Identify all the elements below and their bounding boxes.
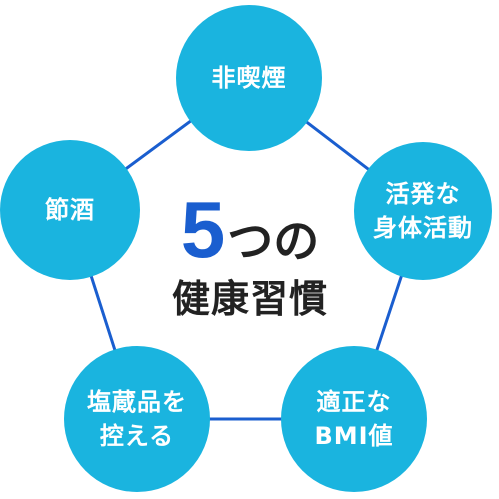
habit-count: 5 [180,185,226,274]
habit-label-line: 控える [99,422,175,450]
center-subtitle: 健康習慣 [171,277,328,321]
habit-label-line: 身体活動 [373,214,473,242]
center-title-top: 5 つの [150,190,350,270]
habit-node-proper-bmi: 適正な BMI値 [281,346,427,492]
habit-node-physical-activity: 活発な 身体活動 [354,142,492,280]
habit-node-limit-salted-food: 塩蔵品を 控える [64,346,210,492]
center-title: 5 つの 健康習慣 [150,190,350,340]
habit-label-line: 活発な [385,180,461,208]
habit-label-line: 節酒 [45,196,95,224]
habit-label-line: 塩蔵品を [87,388,187,416]
habit-count-suffix: つの [227,214,320,268]
habit-label-line: BMI値 [314,422,394,450]
habit-label-line: 非喫煙 [211,64,287,92]
habit-node-non-smoking: 非喫煙 [176,5,322,151]
habit-label-line: 適正な [316,388,392,416]
habit-node-moderate-drinking: 節酒 [0,140,140,280]
